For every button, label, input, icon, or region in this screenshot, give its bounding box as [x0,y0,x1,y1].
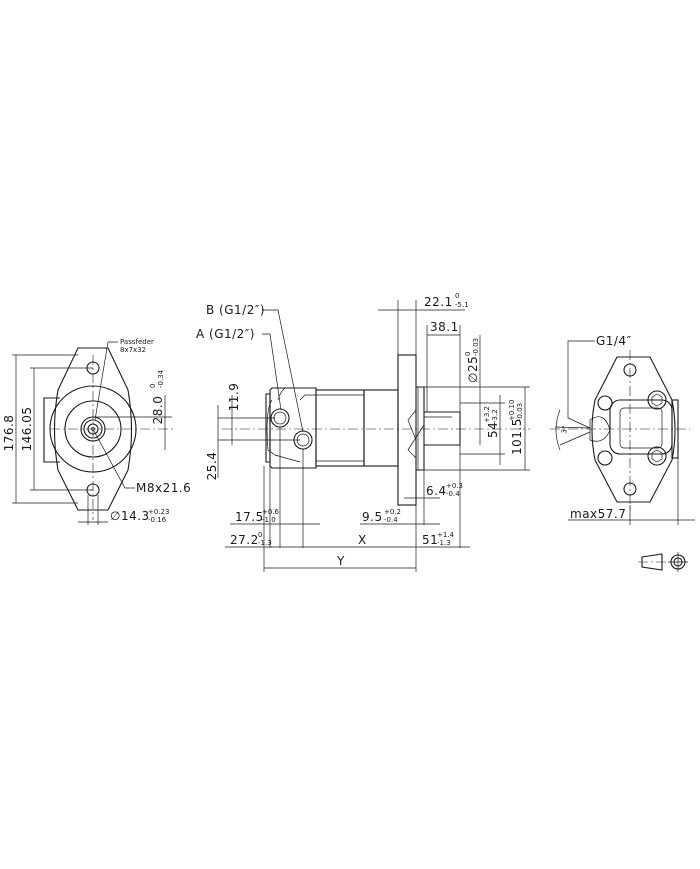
port-b-label: B (G1/2″) [206,303,265,317]
rear-view [550,340,695,525]
dim-port-b-pos-tol-lower: -1.3 [258,539,272,547]
dim-port-a-pos: 17.5 [235,510,264,524]
dim-key-height-tol-upper: 0 [149,384,157,388]
dim-pilot-dia-tol-upper: +0.10 [508,400,516,421]
dim-bolt-spacing: 146.05 [20,407,34,452]
dim-flange-thickness: 22.1 [424,295,453,309]
dim-pilot-dia-tol-lower: -0.03 [516,403,524,421]
dim-hole-dia: ∅14.3 [110,509,150,523]
dim-x: X [358,533,367,547]
thread-label: M8x21.6 [136,481,191,495]
dim-port-a-pos-tol-lower: -1.0 [262,516,276,524]
front-view [12,341,175,525]
dim-shaft-dia-tol-lower: -0.03 [472,338,480,356]
dim-flange-thickness-tol-lower: -5.1 [455,301,469,309]
side-view [217,300,530,572]
key-size-label: 8x7x32 [120,346,146,354]
dim-shaft-ext: 51 [422,533,438,547]
dim-shaft-ext-tol-lower: -1.3 [437,539,451,547]
dim-pilot-dia: 101.5 [510,418,524,455]
dim-shaft-dia: ∅25 [466,356,480,383]
dim-flange-thickness-tol-upper: 0 [455,292,459,300]
dim-port-offset: 11.9 [227,383,241,412]
dim-y: Y [336,554,345,568]
dim-pilot-a-tol-lower: -3.2 [491,409,499,423]
dim-flange-to-shoulder-tol-upper: +0.2 [384,508,401,516]
dim-pilot-depth-tol-upper: +0.3 [446,482,463,490]
dim-pilot-depth-tol-lower: -0.4 [446,490,460,498]
port-a-label: A (G1/2″) [196,327,255,341]
dim-flange-to-shoulder-tol-lower: -0.4 [384,516,398,524]
dim-key-height: 28.0 [151,396,165,425]
angle-label: 3° [560,425,569,434]
dim-overall-height: 176.8 [2,415,16,452]
dim-pilot-a: 54 [486,422,500,438]
key-label: Passfeder [120,338,154,346]
drain-port-label: G1/4″ [596,334,632,348]
detail-fitting [638,552,688,572]
dim-hole-dia-tol-lower: -0.16 [148,516,167,524]
dim-port-b-pos-tol-upper: 0 [258,531,262,539]
dim-pilot-depth: 6.4 [426,484,447,498]
dim-pilot-a-tol-upper: +3.2 [483,406,491,423]
dim-shaft-length: 38.1 [430,320,459,334]
dim-port-b-pos: 27.2 [230,533,259,547]
dim-shaft-ext-tol-upper: +1.4 [437,531,455,539]
dim-hole-dia-tol-upper: +0.23 [148,508,169,516]
dim-flange-to-shoulder: 9.5 [362,510,383,524]
dim-shaft-dia-tol-upper: 0 [464,352,472,356]
dim-port-spacing: 25.4 [205,452,219,481]
dim-key-height-tol-lower: -0.34 [157,369,165,388]
dim-port-a-pos-tol-upper: +0.6 [262,508,280,516]
dim-max-depth: max57.7 [570,507,626,521]
